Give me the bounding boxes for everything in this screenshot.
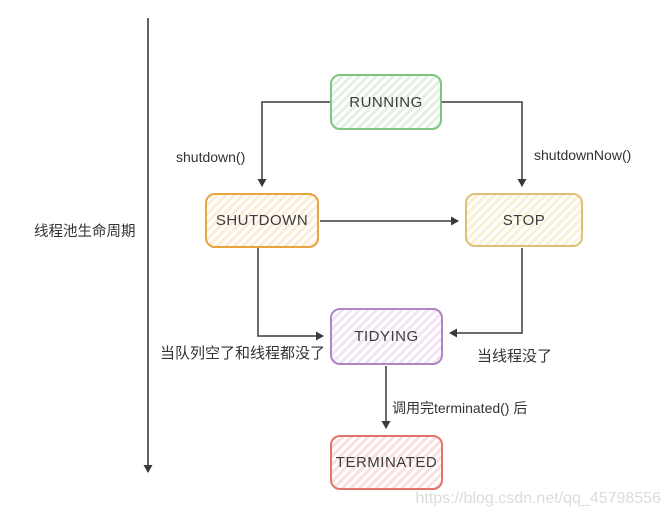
state-label-tidying: TIDYING bbox=[354, 328, 419, 345]
edge-label-queue-empty: 当队列空了和线程都没了 bbox=[160, 345, 326, 362]
edge-label-threads-gone: 当线程没了 bbox=[477, 348, 553, 365]
state-label-shutdown: SHUTDOWN bbox=[215, 212, 309, 229]
state-label-running: RUNNING bbox=[349, 93, 423, 111]
edge-label-shutdown-call: shutdown() bbox=[176, 149, 246, 165]
state-node-tidying: TIDYING bbox=[330, 308, 443, 365]
state-node-shutdown: SHUTDOWN bbox=[205, 193, 319, 248]
edge-running-to-shutdown bbox=[257, 101, 330, 187]
state-node-stop: STOP bbox=[465, 193, 583, 247]
state-label-terminated: TERMINATED bbox=[335, 454, 438, 471]
state-node-terminated: TERMINATED bbox=[330, 435, 443, 490]
csdn-watermark: https://blog.csdn.net/qq_45798556 bbox=[415, 490, 661, 507]
edge-stop-to-tidying bbox=[449, 248, 523, 338]
state-node-running: RUNNING bbox=[330, 74, 442, 130]
edge-running-to-stop bbox=[442, 101, 527, 187]
edge-label-terminated-call: 调用完terminated() 后 bbox=[392, 400, 528, 416]
state-label-stop: STOP bbox=[502, 211, 546, 229]
edge-label-shutdown-now-call: shutdownNow() bbox=[534, 147, 632, 163]
lifecycle-axis-label: 线程池生命周期 bbox=[34, 224, 136, 240]
edge-shutdown-to-tidying bbox=[257, 248, 324, 341]
